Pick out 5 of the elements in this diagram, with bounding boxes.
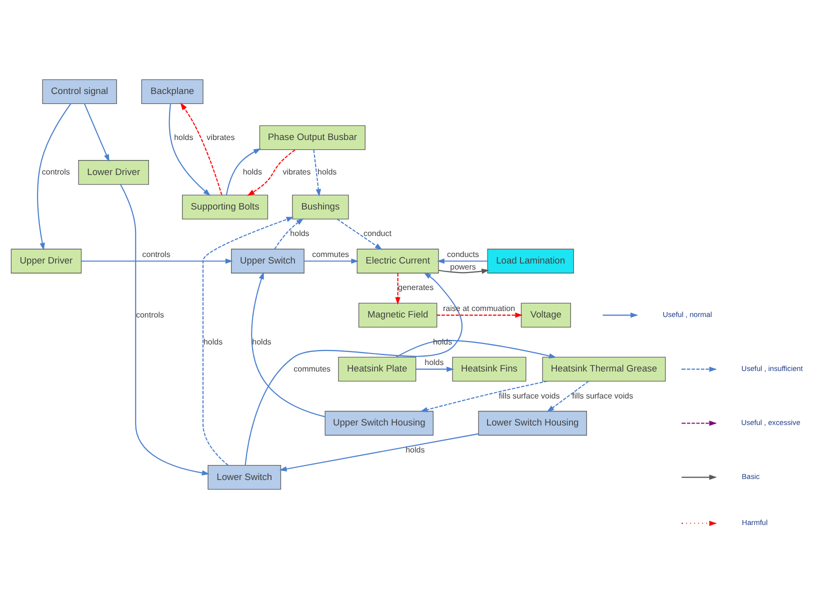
- legend-label: Useful , insufficient: [741, 364, 803, 373]
- legend-label: Useful , normal: [662, 310, 712, 319]
- legend-label: Harmful: [742, 518, 768, 527]
- legend-label: Useful , excessive: [741, 418, 800, 427]
- legend-label: Basic: [742, 472, 760, 481]
